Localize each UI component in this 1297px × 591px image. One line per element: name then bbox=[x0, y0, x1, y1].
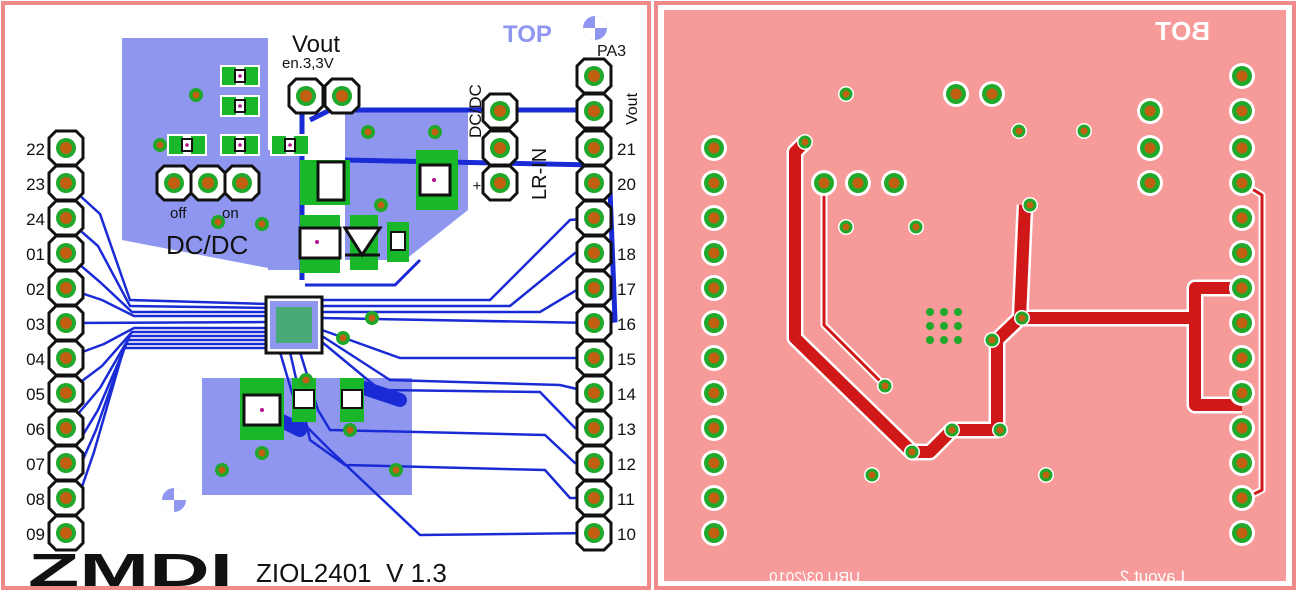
smd-components bbox=[166, 64, 458, 440]
right-pin-label: 18 bbox=[617, 245, 636, 264]
left-pin-label: 22 bbox=[26, 140, 45, 159]
left-pin-label: 03 bbox=[26, 315, 45, 334]
left-pin-label: 01 bbox=[26, 245, 45, 264]
right-pin-label: 21 bbox=[617, 140, 636, 159]
left-pin-labels: 22 23 24 01 02 03 04 05 06 07 08 09 bbox=[26, 140, 45, 544]
vout-vertical-label: Vout bbox=[624, 92, 641, 125]
left-pin-label: 06 bbox=[26, 420, 45, 439]
right-pin-label: 13 bbox=[617, 420, 636, 439]
lrin-vertical-label: LR-IN bbox=[529, 148, 551, 200]
qfn-ic bbox=[264, 295, 324, 355]
product-version-label: ZIOL2401 V 1.3 bbox=[256, 558, 447, 588]
top-layer-label: TOP bbox=[503, 21, 552, 48]
left-pin-label: 04 bbox=[26, 350, 45, 369]
switch-off-label: off bbox=[170, 205, 187, 222]
left-pin-label: 02 bbox=[26, 280, 45, 299]
left-pin-label: 07 bbox=[26, 455, 45, 474]
left-pin-label: 24 bbox=[26, 210, 45, 229]
top-connector-right bbox=[575, 57, 613, 552]
pa3-label: PA3 bbox=[597, 43, 626, 60]
top-layer-panel: TOP Vout en.3,3V off on DC/DC PA3 Vout D… bbox=[1, 1, 651, 591]
right-pin-label: 20 bbox=[617, 175, 636, 194]
left-pin-label: 08 bbox=[26, 490, 45, 509]
right-pin-label: 14 bbox=[617, 385, 636, 404]
switch-on-label: on bbox=[222, 205, 239, 222]
right-pin-label: 12 bbox=[617, 455, 636, 474]
left-pin-label: 09 bbox=[26, 525, 45, 544]
left-pin-label: 23 bbox=[26, 175, 45, 194]
bottom-thermal-vias bbox=[926, 308, 962, 344]
plus-label: + bbox=[469, 181, 486, 190]
dcdc-switch-title: DC/DC bbox=[166, 230, 248, 260]
right-pin-label: 15 bbox=[617, 350, 636, 369]
right-pin-label: 11 bbox=[617, 490, 635, 509]
right-pin-label: 19 bbox=[617, 210, 636, 229]
right-pin-label: 16 bbox=[617, 315, 636, 334]
bottom-layer-panel: BOT URU 03/2010 Layout 2 bbox=[654, 1, 1296, 590]
fiducial-top-right-icon bbox=[583, 16, 607, 40]
vout-header-label: Vout bbox=[292, 31, 340, 58]
right-pin-label: 10 bbox=[617, 525, 636, 544]
vout-header-sublabel: en.3,3V bbox=[282, 55, 334, 72]
left-pin-label: 05 bbox=[26, 385, 45, 404]
bottom-layer-label: BOT bbox=[1155, 16, 1210, 46]
layout-name-label: Layout 2 bbox=[1120, 567, 1185, 586]
fiducial-bottom-left-icon bbox=[162, 488, 186, 512]
zmdi-logo: ZMDI bbox=[28, 544, 233, 591]
dcdc-vertical-label: DC/DC bbox=[466, 84, 485, 138]
right-pin-labels: 21 20 19 18 17 16 15 14 13 12 11 10 bbox=[617, 140, 636, 544]
right-pin-label: 17 bbox=[617, 280, 636, 299]
author-date-label: URU 03/2010 bbox=[769, 569, 860, 586]
